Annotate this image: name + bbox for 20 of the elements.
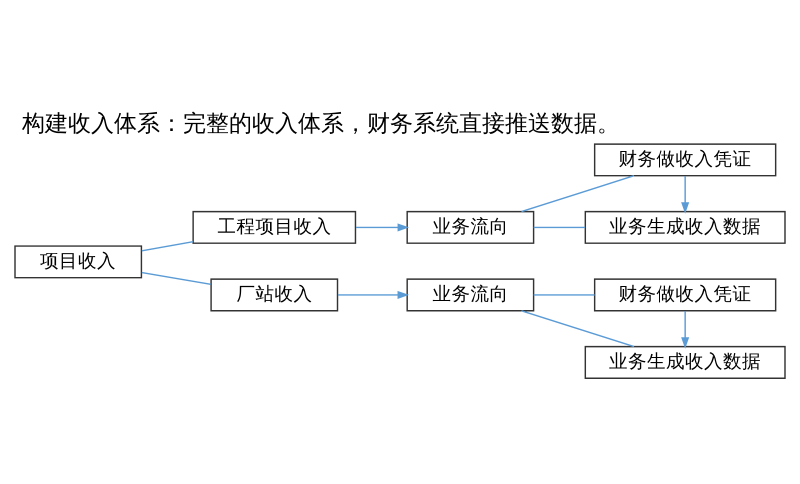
connector — [534, 294, 595, 296]
node-box: 财务做收入凭证 — [594, 278, 776, 311]
node-box: 业务流向 — [406, 278, 534, 311]
arrow — [681, 310, 690, 348]
arrow — [338, 290, 410, 298]
node-box: 业务生成收入数据 — [584, 345, 786, 378]
connector — [142, 271, 211, 285]
arrow — [681, 176, 690, 214]
node-box: 业务生成收入数据 — [584, 210, 786, 244]
connector — [521, 174, 634, 212]
arrow — [356, 222, 410, 231]
diagram-title: 构建收入体系：完整的收入体系，财务系统直接推送数据。 — [22, 110, 620, 136]
node-box: 项目收入 — [14, 244, 142, 278]
node-box: 厂站收入 — [210, 278, 338, 311]
node-box: 财务做收入凭证 — [594, 142, 776, 176]
node-box: 工程项目收入 — [192, 210, 356, 244]
node-box: 业务流向 — [406, 210, 534, 244]
connector — [521, 310, 634, 347]
connector — [142, 240, 194, 251]
connector — [534, 226, 586, 228]
